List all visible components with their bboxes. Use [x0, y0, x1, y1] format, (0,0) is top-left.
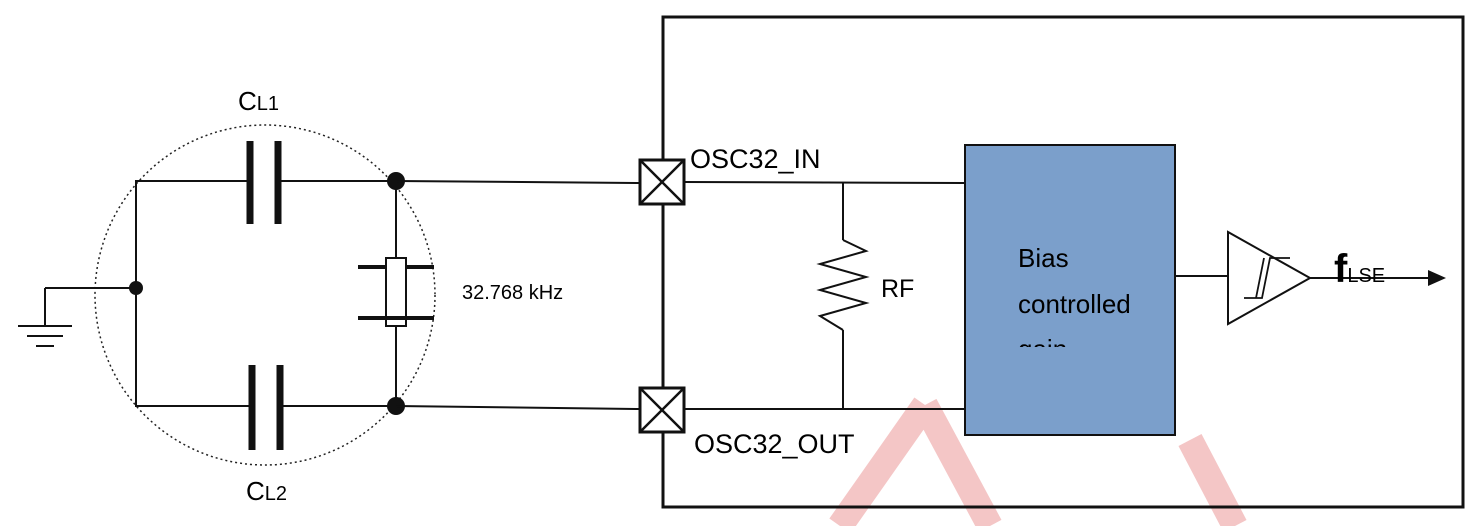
bias-label-line1: Bias — [1018, 243, 1069, 273]
pin-in-icon — [638, 158, 686, 206]
crystal-frequency-label: 32.768 kHz — [462, 282, 563, 304]
rf-zigzag — [816, 239, 870, 331]
pin-out-icon — [638, 386, 686, 434]
external-components-circle — [94, 124, 436, 466]
resistor-label: RF — [881, 275, 914, 303]
mcu-boundary — [661, 15, 1465, 509]
internal-in-wire — [683, 181, 965, 184]
ground-icon — [18, 287, 136, 347]
bias-label-line3: gain — [1018, 334, 1067, 364]
output-label: fLSE — [1334, 247, 1385, 291]
output-arrow-icon — [1428, 270, 1446, 286]
bias-label-line2: controlled — [1018, 289, 1131, 319]
pin-in-label: OSC32_IN — [690, 144, 821, 174]
cl2-label: CL2 — [246, 476, 287, 506]
cl1-label: CL1 — [238, 86, 279, 116]
pin-out-label: OSC32_OUT — [694, 429, 855, 459]
osc-out-wire — [395, 405, 641, 410]
crystal-icon — [358, 257, 434, 327]
bias-block — [964, 144, 1176, 436]
schmitt-trigger-buffer-icon — [1227, 230, 1313, 326]
osc-in-wire — [395, 180, 641, 184]
